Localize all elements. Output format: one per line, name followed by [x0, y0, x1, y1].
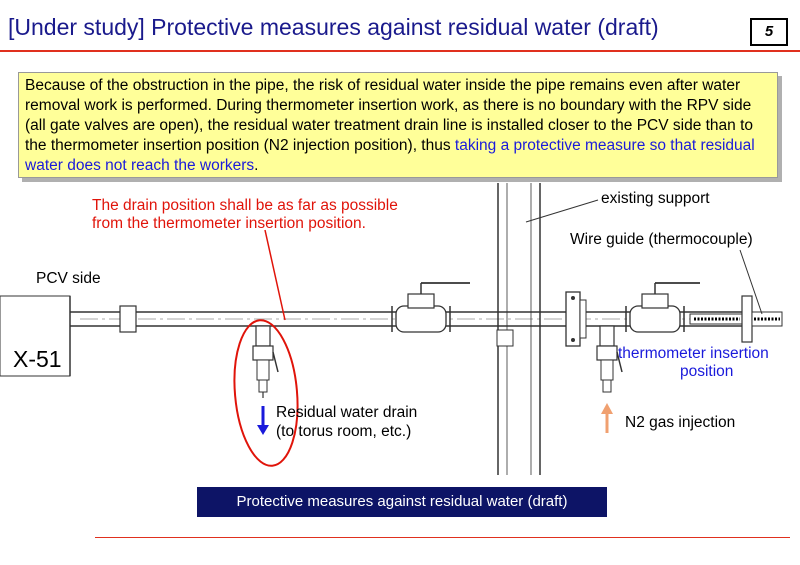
- residual-drain-label-line2: (to torus room, etc.): [276, 423, 412, 440]
- existing-support-leader: [525, 199, 599, 223]
- footer-divider: [95, 537, 790, 538]
- gate-valve-2: [625, 282, 700, 333]
- wire-guide-thermocouple: [689, 295, 783, 343]
- pipe-flange: [565, 291, 587, 347]
- drain-highlight-ellipse: [233, 319, 299, 467]
- callout-text: Because of the obstruction in the pipe, …: [25, 77, 754, 154]
- drain-note-pointer: [264, 229, 286, 321]
- drain-branch: [252, 325, 279, 398]
- n2-flow-arrow: [601, 403, 613, 433]
- callout-end: .: [254, 157, 259, 174]
- existing-support-label: existing support: [601, 190, 710, 207]
- drain-position-note-line2: from the thermometer insertion position.: [92, 215, 366, 232]
- footer-caption: Protective measures against residual wat…: [197, 487, 607, 517]
- drain-position-note-line1: The drain position shall be as far as po…: [92, 197, 398, 214]
- existing-support-structure: [496, 183, 541, 475]
- wire-guide-leader: [739, 249, 763, 315]
- residual-drain-label-line1: Residual water drain: [276, 404, 418, 421]
- pcv-side-label: PCV side: [36, 270, 101, 287]
- callout-highlight: taking a protective measure so that resi…: [25, 137, 755, 174]
- page-title: [Under study] Protective measures agains…: [8, 14, 659, 40]
- thermometer-insertion-label-line1: thermometer insertion: [618, 345, 769, 362]
- thermometer-insertion-label-line2: position: [680, 363, 734, 380]
- gate-valve-1: [391, 282, 470, 333]
- n2-injection-label: N2 gas injection: [625, 414, 736, 431]
- pipe-coupling: [119, 305, 137, 333]
- page-number-badge: 5: [750, 18, 788, 46]
- x51-label: X-51: [13, 346, 62, 372]
- explanation-callout: Because of the obstruction in the pipe, …: [18, 72, 778, 178]
- drain-flow-arrow: [257, 406, 269, 435]
- n2-injection-branch: [596, 325, 623, 393]
- title-divider: [0, 50, 800, 52]
- wire-guide-label: Wire guide (thermocouple): [570, 231, 753, 248]
